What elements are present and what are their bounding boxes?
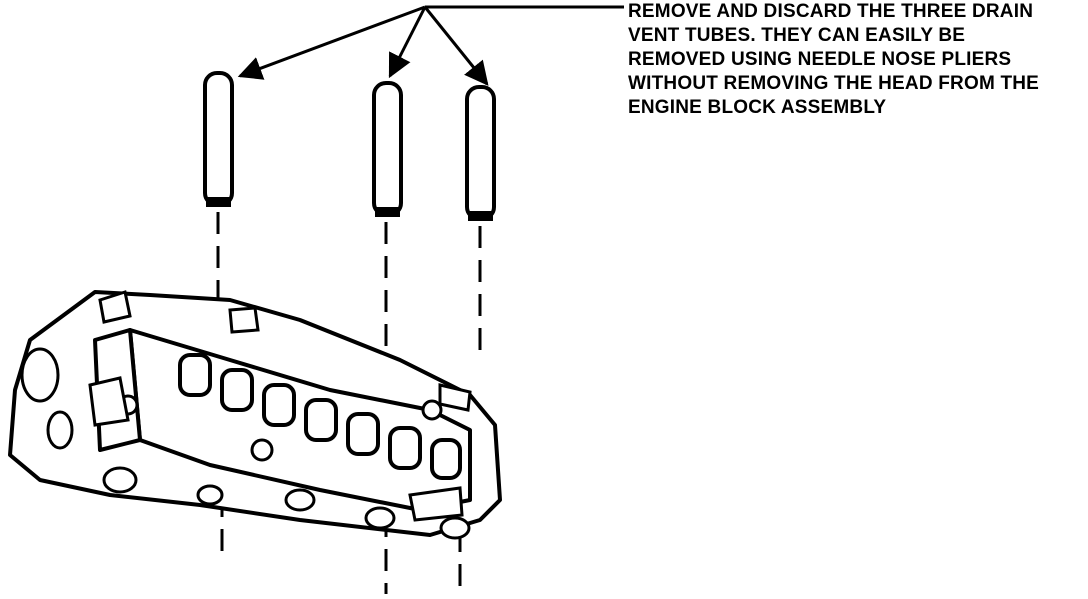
arrow-to-tube-3 — [423, 6, 489, 86]
head-bolt-bosses — [20, 347, 471, 540]
callout-line: REMOVE AND DISCARD THE THREE DRAIN — [628, 1, 1034, 22]
drain-vent-tube-2 — [372, 81, 403, 217]
callout-line: REMOVED USING NEEDLE NOSE PLIERS — [628, 49, 1012, 70]
leader-lines — [237, 5, 624, 86]
drain-vent-tube-1 — [203, 71, 234, 207]
callout-line: WITHOUT REMOVING THE HEAD FROM THE — [628, 73, 1040, 94]
mounting-tabs — [88, 290, 472, 522]
arrow-to-tube-1 — [237, 5, 426, 80]
intake-ports — [178, 353, 462, 480]
drain-vent-tube-3 — [465, 85, 496, 221]
instruction-callout: REMOVE AND DISCARD THE THREE DRAIN VENT … — [628, 0, 1088, 120]
callout-line: ENGINE BLOCK ASSEMBLY — [628, 97, 887, 118]
callout-line: VENT TUBES. THEY CAN EASILY BE — [628, 25, 966, 46]
arrow-to-tube-2 — [388, 6, 427, 79]
